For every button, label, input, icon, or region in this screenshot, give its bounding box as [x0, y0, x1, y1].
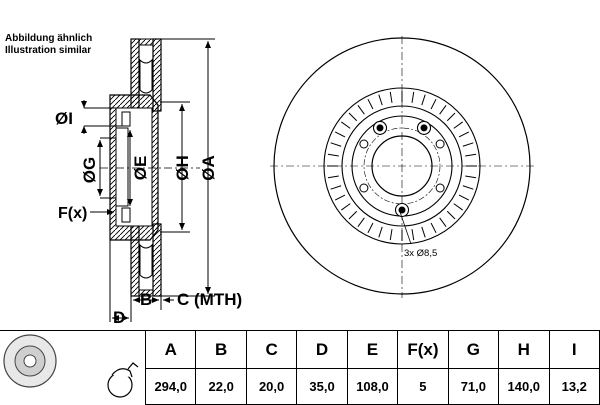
vane-line — [327, 175, 339, 179]
dim-label-C: C (MTH) — [177, 290, 242, 309]
cooling-vane-ring — [327, 91, 477, 241]
vane-line — [446, 210, 456, 220]
vane-line — [462, 185, 474, 190]
vane-line — [430, 222, 437, 234]
vane-line — [327, 153, 339, 157]
disc-front-view: 3x Ø8,5 — [270, 36, 534, 298]
header-F: F(x) — [397, 329, 449, 370]
cross-section-diagram: ØI ØG ØE ØH ØA F(x) B C (MTH) D — [55, 38, 242, 327]
dim-label-D: D — [113, 308, 125, 327]
header-G: G — [447, 329, 500, 370]
vane-line — [458, 131, 470, 138]
vane-line — [458, 194, 470, 201]
vane-line — [465, 153, 477, 157]
bolt-hole-note: 3x Ø8,5 — [404, 248, 437, 259]
vane-line — [334, 131, 346, 138]
note-line-de: Abbildung ähnlich — [5, 33, 93, 44]
bolt-hole — [416, 120, 432, 135]
caliper-disc-icon — [107, 362, 139, 398]
dim-label-E: ØE — [131, 156, 150, 181]
vane-line — [462, 142, 474, 147]
illustration-note: Abbildung ähnlich Illustration similar — [5, 33, 92, 57]
dim-label-F: F(x) — [58, 205, 87, 222]
bolt-hole — [394, 202, 410, 218]
bolt-hole — [372, 120, 388, 135]
vane-line — [446, 112, 456, 122]
locator-hole — [359, 183, 369, 193]
vane-line — [389, 91, 393, 103]
thumbnail-cell — [0, 330, 146, 404]
vane-line — [411, 229, 415, 241]
value-G: 71,0 — [447, 368, 500, 405]
vane-line — [334, 194, 346, 201]
vane-line — [411, 91, 415, 103]
dim-label-I: ØI — [55, 109, 73, 128]
value-D: 35,0 — [296, 368, 348, 405]
vane-line — [367, 222, 374, 234]
disc-section-profile — [100, 38, 200, 297]
dim-label-B: B — [140, 290, 152, 309]
dim-label-H: ØH — [173, 155, 192, 181]
value-C: 20,0 — [245, 368, 298, 405]
vane-line — [430, 98, 437, 110]
vane-line — [330, 185, 342, 190]
bolt-holes — [359, 120, 445, 218]
locator-hole — [359, 139, 369, 149]
vane-line — [378, 226, 383, 238]
vane-line — [330, 142, 342, 147]
vane-line — [439, 217, 447, 227]
brake-disc-thumbnail-icon — [3, 334, 57, 388]
vane-line — [357, 217, 365, 227]
value-H: 140,0 — [498, 368, 550, 405]
vane-line — [465, 175, 477, 179]
value-B: 22,0 — [195, 368, 247, 405]
header-I: I — [548, 329, 600, 370]
dim-label-G: ØG — [80, 157, 99, 183]
dimension-table: A B C D E F(x) G H I 294,0 22,0 20,0 35,… — [0, 329, 600, 405]
vane-line — [341, 203, 351, 211]
vane-line — [453, 203, 463, 211]
value-I: 13,2 — [548, 368, 600, 405]
value-F: 5 — [397, 368, 449, 405]
vane-line — [341, 121, 351, 129]
note-line-en: Illustration similar — [5, 45, 92, 56]
header-E: E — [346, 329, 399, 370]
vane-line — [421, 94, 426, 106]
vane-line — [348, 210, 358, 220]
header-D: D — [296, 329, 348, 370]
header-A: A — [144, 329, 197, 370]
header-B: B — [195, 329, 247, 370]
vane-line — [439, 105, 447, 115]
vane-line — [421, 226, 426, 238]
locator-hole — [435, 183, 445, 193]
header-C: C — [245, 329, 298, 370]
vane-line — [378, 94, 383, 106]
value-A: 294,0 — [144, 368, 197, 405]
vane-line — [389, 229, 393, 241]
vane-line — [367, 98, 374, 110]
locator-hole — [435, 139, 445, 149]
vane-line — [453, 121, 463, 129]
center-bore — [371, 135, 433, 197]
value-E: 108,0 — [346, 368, 399, 405]
dim-label-A: ØA — [199, 155, 218, 181]
vane-line — [348, 112, 358, 122]
header-H: H — [498, 329, 550, 370]
vane-line — [357, 105, 365, 115]
thumbnail-icons — [3, 334, 139, 398]
dimension-lines — [81, 38, 215, 322]
